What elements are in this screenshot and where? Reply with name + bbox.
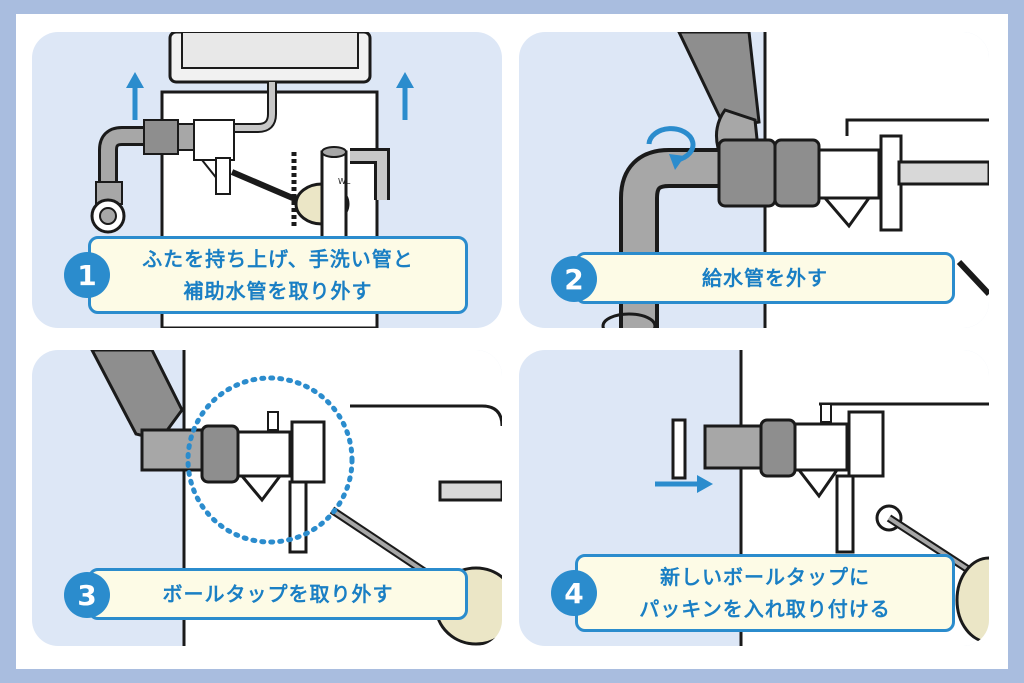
- step-1-caption-line1: ふたを持ち上げ、手洗い管と: [142, 247, 414, 271]
- step-4-panel: 新しいボールタップに パッキンを入れ取り付ける 4: [519, 350, 989, 646]
- rotate-arrow-icon: [646, 126, 696, 170]
- arrow-up-icon: [126, 72, 144, 120]
- step-4-caption-line1: 新しいボールタップに: [660, 565, 870, 589]
- step-4-caption: 新しいボールタップに パッキンを入れ取り付ける: [575, 554, 955, 632]
- step-1-number-badge: 1: [64, 252, 110, 298]
- step-4-caption-line2: パッキンを入れ取り付ける: [639, 597, 891, 621]
- step-1-caption: ふたを持ち上げ、手洗い管と 補助水管を取り外す: [88, 236, 468, 314]
- arrow-right-icon: [655, 475, 713, 493]
- step-2-number-badge: 2: [551, 256, 597, 302]
- step-2-panel: 給水管を外す 2: [519, 32, 989, 328]
- step-3-caption: ボールタップを取り外す: [88, 568, 468, 620]
- step-1-illustration: WL: [90, 32, 414, 328]
- step-2-caption: 給水管を外す: [575, 252, 955, 304]
- step-4-number-badge: 4: [551, 570, 597, 616]
- step-3-panel: ボールタップを取り外す 3: [32, 350, 502, 646]
- illustration-frame: WL ふたを持ち上げ、手洗い管と 補助水管を取り外す 1: [16, 14, 1008, 669]
- step-3-number-badge: 3: [64, 572, 110, 618]
- gasket: [671, 418, 687, 480]
- step-1-caption-line2: 補助水管を取り外す: [183, 279, 373, 303]
- arrow-up-icon: [396, 72, 414, 120]
- dotted-circle-highlight: [185, 375, 355, 545]
- step-2-caption-line1: 給水管を外す: [702, 266, 828, 290]
- step-3-caption-line1: ボールタップを取り外す: [162, 582, 394, 606]
- wl-mark: WL: [338, 177, 351, 186]
- step-1-panel: WL ふたを持ち上げ、手洗い管と 補助水管を取り外す 1: [32, 32, 502, 328]
